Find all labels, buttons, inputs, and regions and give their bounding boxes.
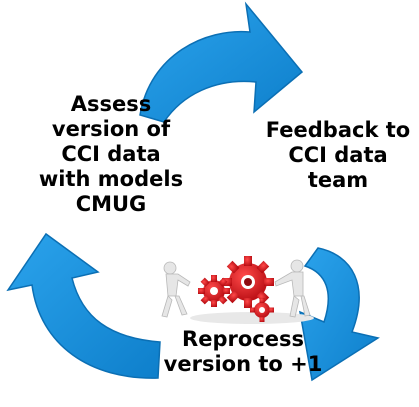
curved-arrow-icon (299, 247, 380, 382)
feedback-line: team (307, 168, 369, 192)
curved-arrow-icon (139, 1, 304, 123)
reprocess-line: version to +1 (163, 352, 323, 376)
feedback-line: CCI data (288, 143, 388, 167)
reprocess-label: Reprocess version to +1 (158, 327, 328, 377)
curved-arrow-icon (6, 232, 161, 379)
feedback-label: Feedback to CCI data team (258, 118, 418, 193)
assess-line: Assess (70, 92, 152, 116)
reprocess-line: Reprocess (182, 327, 304, 351)
assess-line: version of (51, 117, 171, 141)
assess-line: with models (38, 167, 184, 191)
feedback-line: Feedback to (265, 118, 411, 142)
assess-line: CCI data (61, 142, 161, 166)
gears-figures-icon (161, 256, 314, 324)
assess-label: Assess version of CCI data with models C… (26, 92, 196, 217)
assess-line: CMUG (75, 192, 147, 216)
